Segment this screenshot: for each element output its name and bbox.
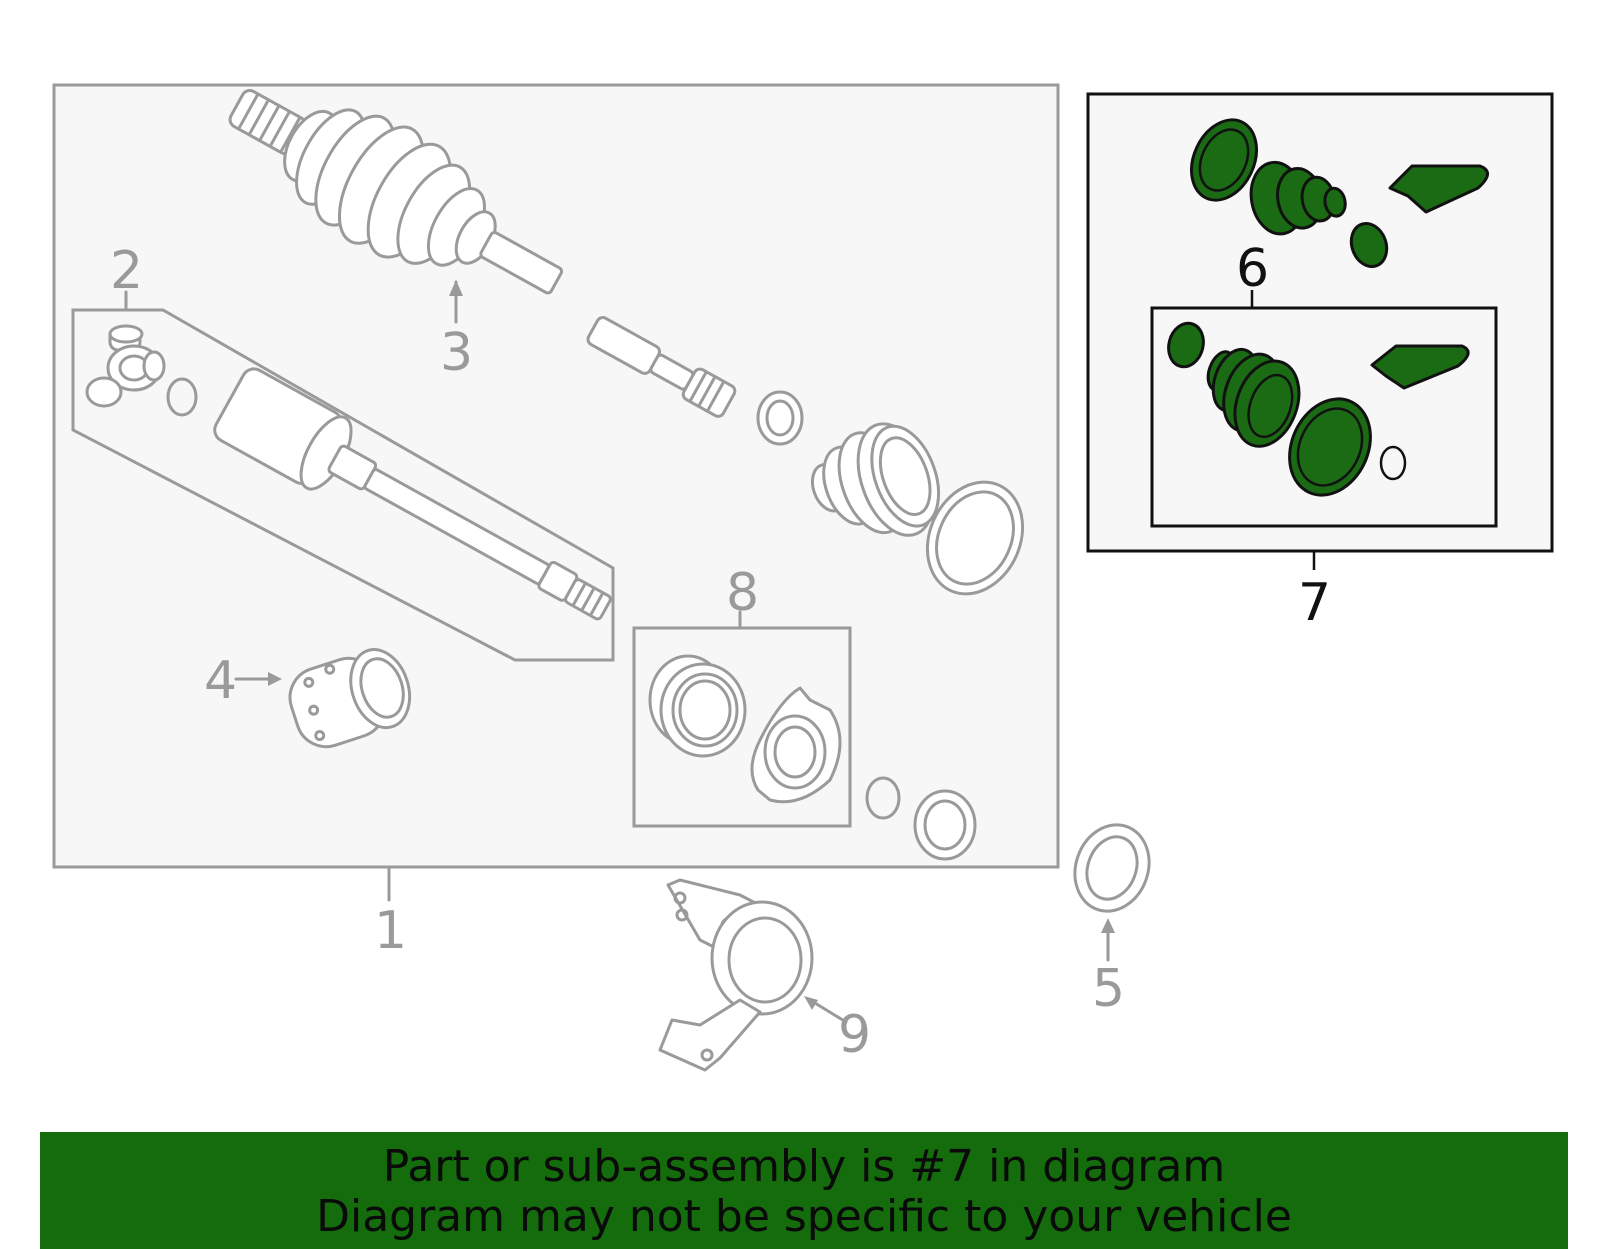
callout-4: 4 <box>204 651 237 711</box>
callout-8: 8 <box>726 563 759 623</box>
assembly-box-2 <box>71 308 615 662</box>
bearing-part-8 <box>648 654 842 804</box>
callout-3: 3 <box>440 323 473 383</box>
inner-shaft-part-2 <box>85 324 612 621</box>
callout-5: 5 <box>1092 959 1125 1019</box>
outer-cv-shaft-part-3 <box>228 89 1025 596</box>
banner-line-2: Diagram may not be specific to your vehi… <box>316 1191 1292 1242</box>
seal <box>913 789 977 861</box>
joint-housing-part-4 <box>234 648 412 749</box>
boot-kit-part-6 <box>1167 321 1470 497</box>
snap-ring <box>865 776 901 820</box>
callout-1: 1 <box>374 901 407 961</box>
callout-9: 9 <box>838 1005 871 1065</box>
callout-7: 7 <box>1298 573 1331 633</box>
banner-line-1: Part or sub-assembly is #7 in diagram <box>382 1141 1226 1192</box>
callout-6: 6 <box>1236 239 1269 299</box>
bracket-part-9 <box>658 878 848 1072</box>
boot-kit-part-7 <box>1190 118 1489 268</box>
info-banner: Part or sub-assembly is #7 in diagram Di… <box>40 1132 1568 1249</box>
seal-part-5 <box>1073 823 1151 962</box>
callout-2: 2 <box>110 241 143 301</box>
